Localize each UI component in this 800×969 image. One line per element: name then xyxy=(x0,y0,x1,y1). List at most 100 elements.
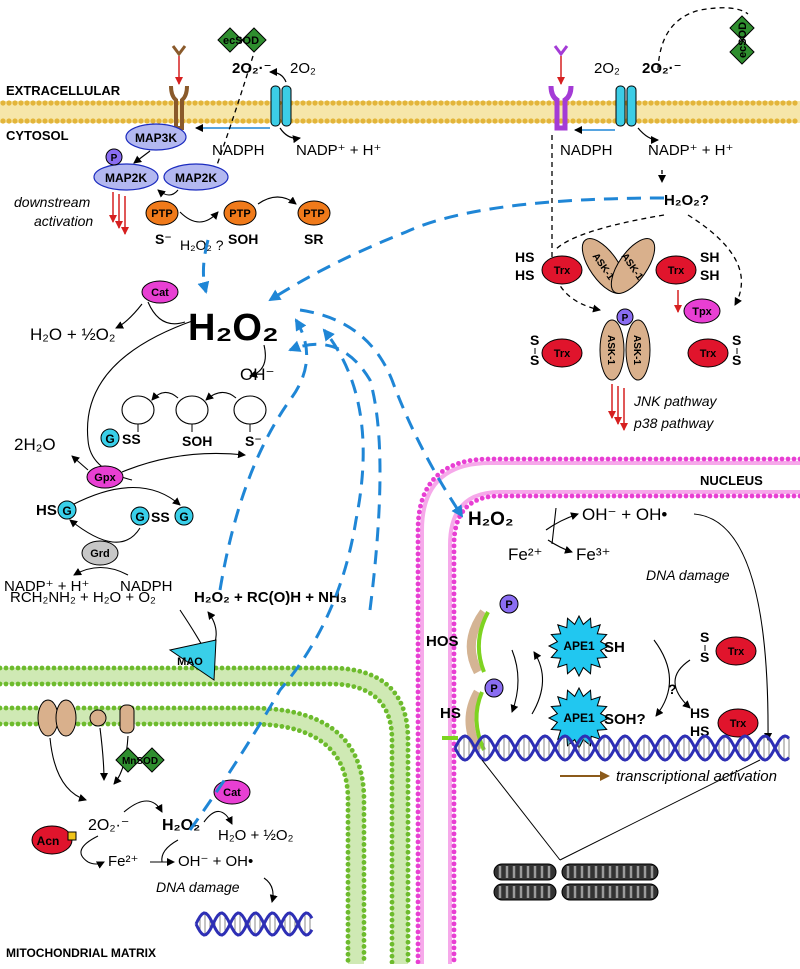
lipid-head xyxy=(51,665,57,671)
lipid-head xyxy=(222,100,228,106)
lipid-head xyxy=(168,100,174,106)
lipid-head xyxy=(66,118,72,124)
lipid-head xyxy=(329,726,335,731)
lipid-head xyxy=(141,681,147,687)
lipid-head xyxy=(21,681,27,687)
lipid-head xyxy=(345,837,351,843)
water-half-oxygen-mito: H₂O + ½O₂ xyxy=(218,827,294,844)
lipid-head xyxy=(24,118,30,124)
lipid-head xyxy=(792,100,798,106)
lipid-head xyxy=(96,100,102,106)
trx-nuc-s2: S xyxy=(700,649,709,665)
lipid-head xyxy=(659,456,665,462)
lipid-head xyxy=(415,563,421,569)
lipid-head xyxy=(361,812,367,817)
lipid-head xyxy=(225,705,231,711)
lipid-head xyxy=(451,765,457,771)
lipid-head xyxy=(521,493,527,499)
lipid-head xyxy=(75,665,81,671)
lipid-head xyxy=(527,456,533,462)
ptp-thiolate: S⁻ xyxy=(155,231,172,247)
lipid-head xyxy=(361,884,367,889)
lipid-head xyxy=(81,681,87,687)
lipid-head xyxy=(315,665,321,671)
lipid-head xyxy=(377,698,382,704)
lipid-head xyxy=(642,100,648,106)
lipid-head xyxy=(435,472,441,478)
lipid-head xyxy=(451,867,457,873)
lipid-head xyxy=(582,118,588,124)
lipid-head xyxy=(361,860,367,865)
lipid-head xyxy=(665,493,671,499)
lipid-head xyxy=(405,921,411,927)
lipid-head xyxy=(45,665,51,671)
lipid-head xyxy=(444,118,450,124)
lipid-head xyxy=(57,665,63,671)
lipid-head xyxy=(345,843,351,849)
lipid-head xyxy=(93,705,99,711)
etc-complexes xyxy=(37,699,135,737)
lipid-head xyxy=(372,118,378,124)
lipid-head xyxy=(361,932,367,937)
lipid-head xyxy=(361,848,367,853)
lipid-head xyxy=(415,539,421,545)
lipid-head xyxy=(451,777,457,783)
lipid-head xyxy=(216,100,222,106)
lipid-head xyxy=(342,772,348,778)
lipid-head xyxy=(707,456,713,462)
lipid-head xyxy=(389,821,395,827)
lipid-head xyxy=(255,705,261,711)
lipid-head xyxy=(647,493,653,499)
lipid-head xyxy=(344,783,350,789)
lipid-head xyxy=(415,665,421,671)
lipid-head xyxy=(9,705,15,711)
lipid-head xyxy=(198,100,204,106)
diffusion-from-nox xyxy=(197,239,210,294)
lipid-head xyxy=(321,665,327,671)
lipid-head xyxy=(534,100,540,106)
lipid-head xyxy=(345,939,351,945)
lipid-head xyxy=(72,118,78,124)
lipid-head xyxy=(617,456,623,462)
lipid-head xyxy=(345,885,351,891)
lipid-head xyxy=(445,465,450,471)
lipid-head xyxy=(84,100,90,106)
lipid-head xyxy=(258,118,264,124)
diffusion-from-mito xyxy=(188,328,365,831)
lipid-head xyxy=(516,118,522,124)
lipid-head xyxy=(737,493,743,499)
lipid-head xyxy=(546,100,552,106)
lipid-head xyxy=(302,712,308,718)
lipid-head xyxy=(486,118,492,124)
lipid-head xyxy=(451,555,457,561)
lipid-head xyxy=(405,861,411,867)
lipid-head xyxy=(749,456,755,462)
lipid-head xyxy=(384,681,389,687)
lipid-head xyxy=(0,118,6,124)
lipid-head xyxy=(171,705,177,711)
lipid-head xyxy=(378,118,384,124)
lipid-head xyxy=(451,909,457,915)
lipid-head xyxy=(345,927,351,933)
lipid-head xyxy=(451,657,457,663)
lipid-head xyxy=(415,881,421,887)
g-ss-1: G xyxy=(105,432,114,446)
lipid-head xyxy=(415,755,421,761)
lipid-head xyxy=(671,493,677,499)
lipid-head xyxy=(171,681,177,687)
lipid-head xyxy=(15,665,21,671)
lipid-head xyxy=(389,929,395,935)
lipid-head xyxy=(774,100,780,106)
lipid-head xyxy=(666,118,672,124)
lipid-head xyxy=(93,665,99,671)
lipid-head xyxy=(684,118,690,124)
lipid-head xyxy=(345,951,351,957)
lipid-head xyxy=(405,951,411,957)
lipid-head xyxy=(252,118,258,124)
lipid-head xyxy=(318,100,324,106)
lipid-head xyxy=(249,665,255,671)
lipid-head xyxy=(165,665,171,671)
lipid-head xyxy=(743,456,749,462)
lipid-head xyxy=(415,869,421,875)
